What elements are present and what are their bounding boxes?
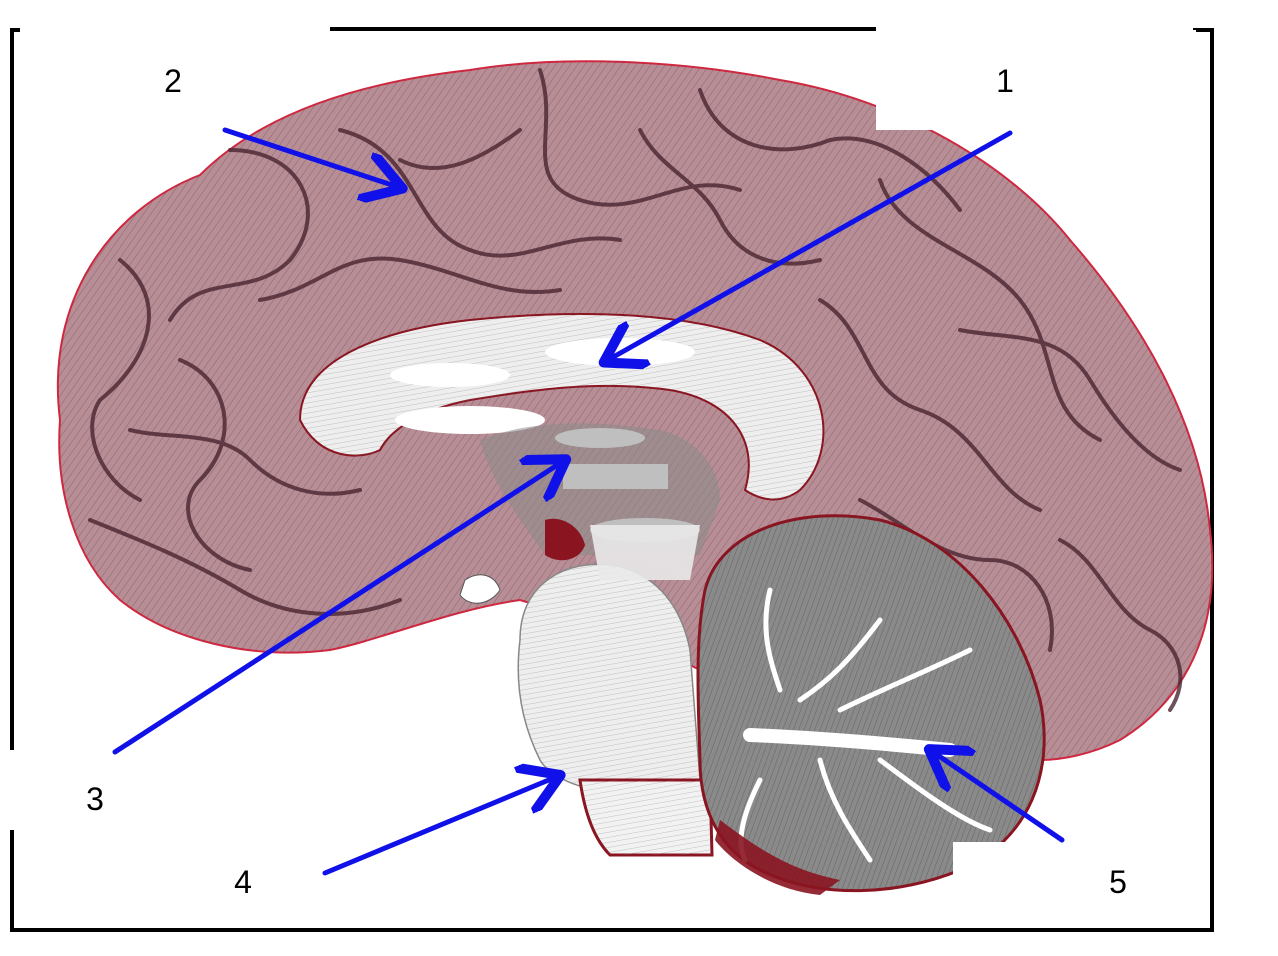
cerebellum [696, 514, 1046, 895]
arrow-2 [222, 127, 398, 187]
label-2: 2 [164, 63, 182, 99]
label-4: 4 [234, 864, 252, 900]
label-masks [0, 30, 1196, 912]
arrow-1 [608, 130, 1013, 360]
arrow-4 [322, 777, 556, 876]
gyri-sulci [88, 68, 1183, 712]
label-3: 3 [86, 781, 104, 817]
pointer-arrows [112, 127, 1065, 876]
number-labels: 1 2 3 4 5 [86, 63, 1127, 900]
label-1: 1 [996, 63, 1014, 99]
arrow-3 [112, 462, 562, 755]
brainstem [517, 525, 714, 857]
arrow-5 [933, 752, 1065, 843]
label-5: 5 [1109, 864, 1127, 900]
frame-bracket [10, 27, 1214, 932]
